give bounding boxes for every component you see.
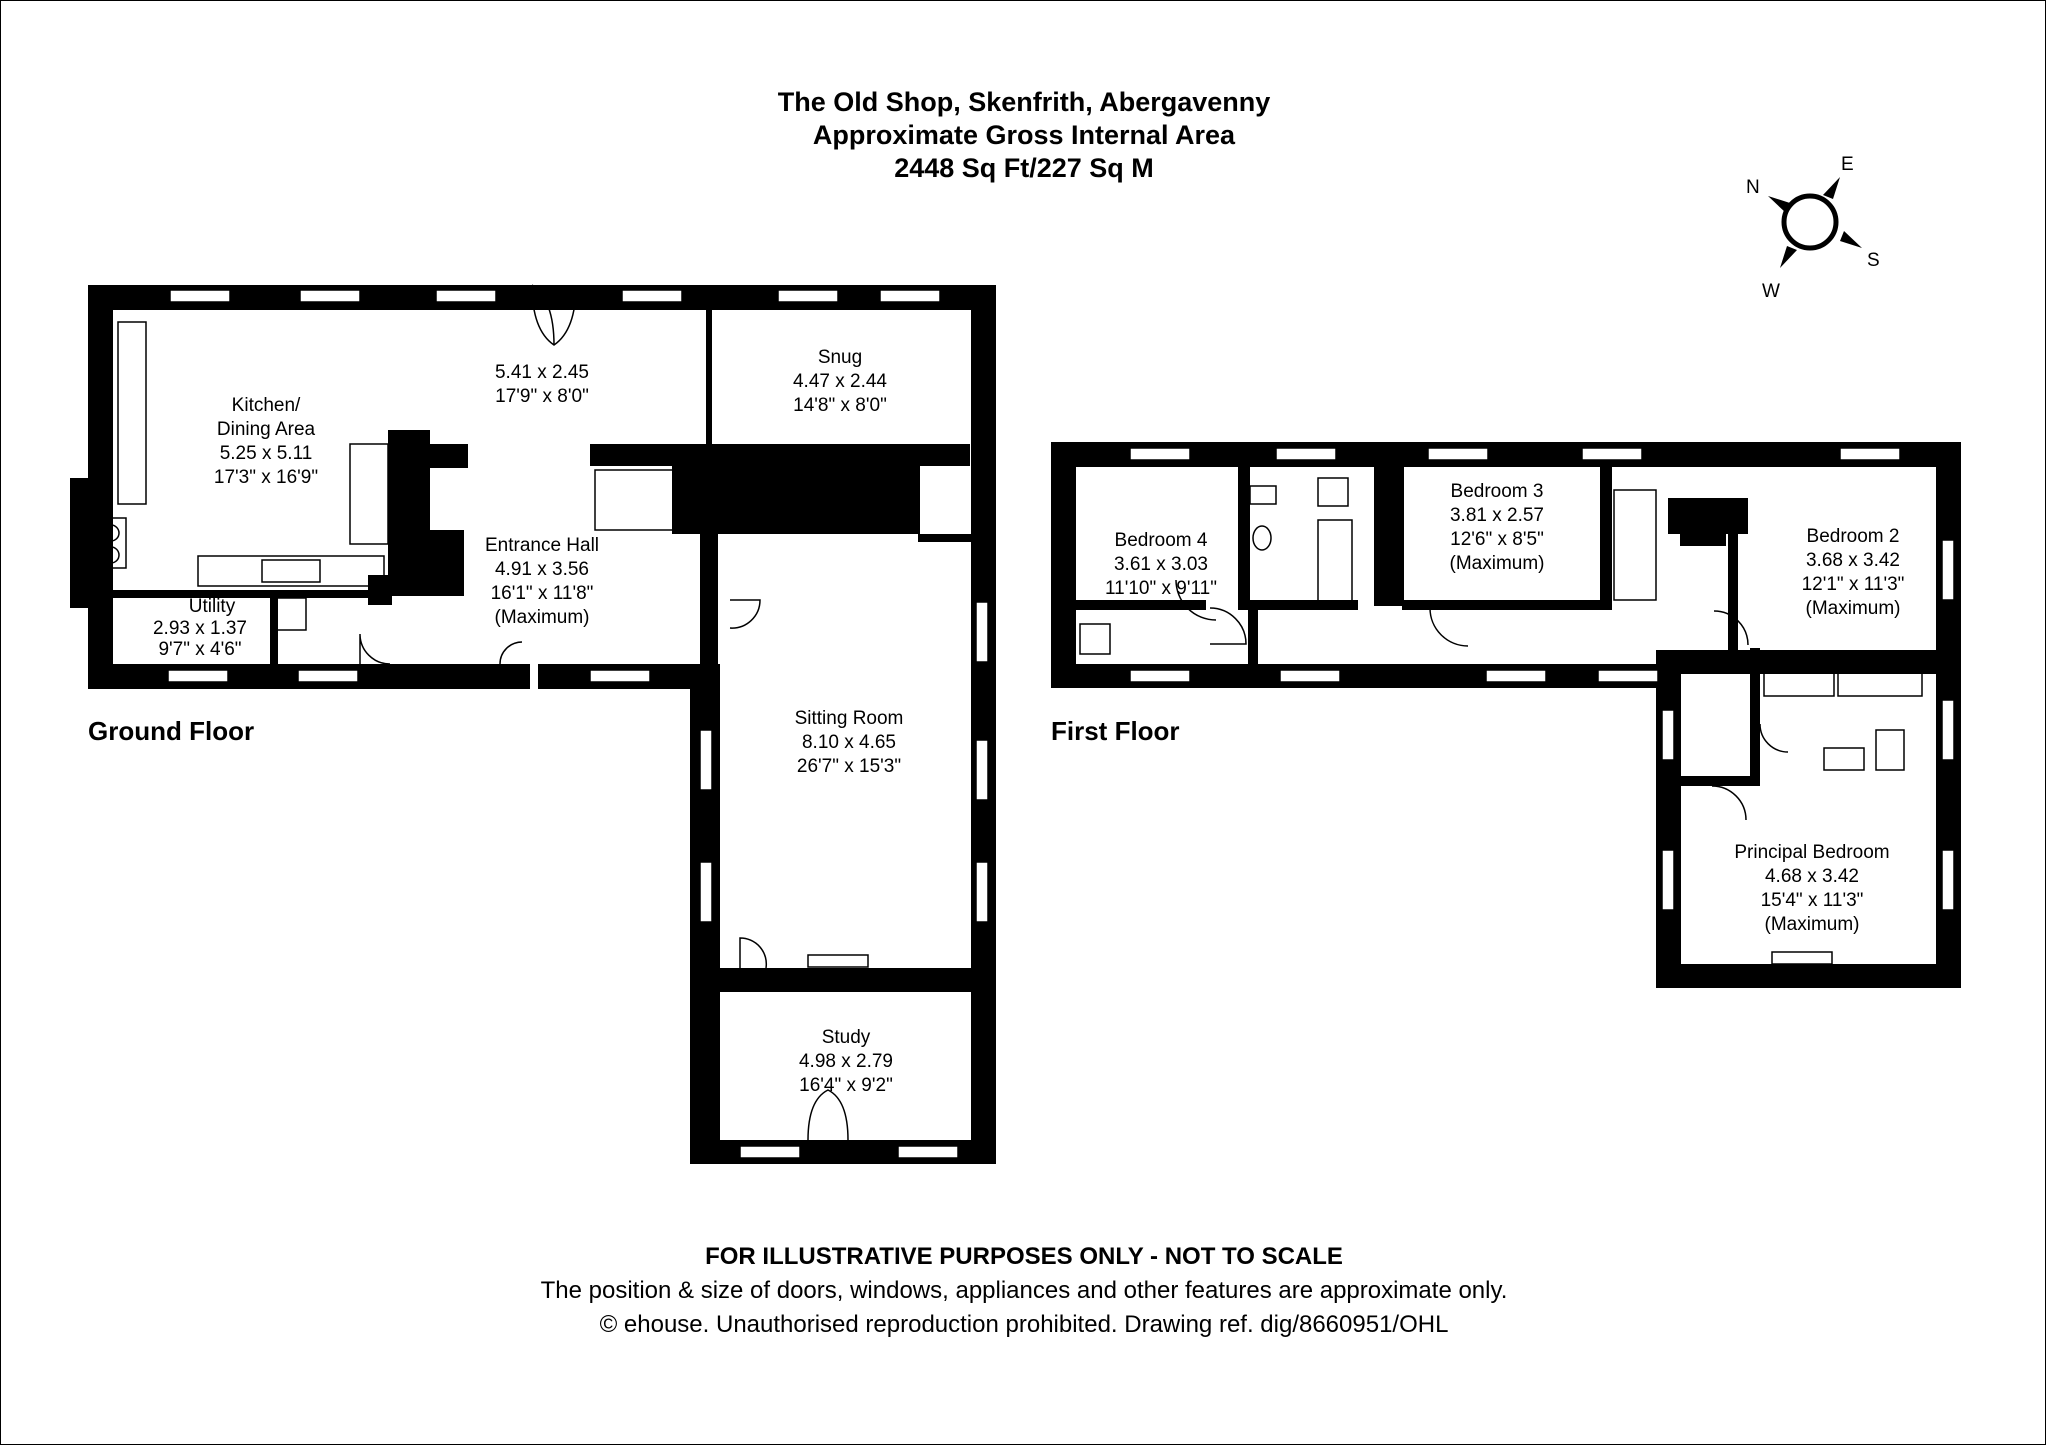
bed3-note: (Maximum) [1450,553,1545,574]
dining-ext-metric: 5.41 x 2.45 [495,362,589,383]
bed2-metric: 3.68 x 3.42 [1806,550,1900,571]
principal-imperial: 15'4" x 11'3" [1761,890,1864,911]
room-kitchen: Kitchen/ Dining Area 5.25 x 5.11 17'3" x… [214,395,318,488]
compass-s: S [1867,250,1880,271]
first-floor-fixtures [1079,477,1923,821]
compass-e: E [1841,154,1854,175]
hall-imperial: 16'1" x 11'8" [491,583,594,604]
bed4-metric: 3.61 x 3.03 [1114,554,1208,575]
property-title: The Old Shop, Skenfrith, Abergavenny [777,87,1271,117]
kitchen-metric: 5.25 x 5.11 [220,443,313,464]
bed3-imperial: 12'6" x 8'5" [1450,529,1544,550]
room-bedroom-3: Bedroom 3 3.81 x 2.57 12'6" x 8'5" (Maxi… [1450,481,1545,574]
sitting-name: Sitting Room [795,708,904,729]
first-floor-walls [1051,442,1961,988]
bed3-metric: 3.81 x 2.57 [1450,505,1544,526]
utility-name: Utility [189,596,236,617]
compass-n: N [1746,177,1760,198]
principal-name: Principal Bedroom [1734,842,1889,863]
hall-name: Entrance Hall [485,535,599,556]
snug-metric: 4.47 x 2.44 [793,371,887,392]
compass-icon: N E S W [1746,154,1880,302]
sitting-imperial: 26'7" x 15'3" [797,756,901,777]
study-metric: 4.98 x 2.79 [799,1051,893,1072]
room-entrance-hall: Entrance Hall 4.91 x 3.56 16'1" x 11'8" … [485,535,599,628]
kitchen-name-1: Kitchen/ [232,395,301,416]
room-bedroom-4: Bedroom 4 3.61 x 3.03 11'10" x 9'11" [1105,530,1217,599]
area-subtitle: Approximate Gross Internal Area [812,120,1236,150]
study-imperial: 16'4" x 9'2" [799,1075,893,1096]
hall-metric: 4.91 x 3.56 [495,559,589,580]
positions-note: The position & size of doors, windows, a… [540,1277,1508,1304]
bed2-note: (Maximum) [1806,598,1901,619]
compass-w: W [1762,281,1780,302]
gross-area: 2448 Sq Ft/227 Sq M [894,153,1154,183]
sitting-metric: 8.10 x 4.65 [802,732,896,753]
bed4-imperial: 11'10" x 9'11" [1105,578,1217,599]
ground-floor-walls [70,285,996,1164]
principal-note: (Maximum) [1765,914,1860,935]
copyright-note: © ehouse. Unauthorised reproduction proh… [599,1311,1449,1338]
room-snug: Snug 4.47 x 2.44 14'8" x 8'0" [793,347,887,416]
snug-name: Snug [818,347,862,368]
room-sitting-room: Sitting Room 8.10 x 4.65 26'7" x 15'3" [795,708,904,777]
first-floor-label: First Floor [1051,716,1180,746]
room-dining-extension: 5.41 x 2.45 17'9" x 8'0" [495,362,589,407]
bed2-name: Bedroom 2 [1807,526,1900,547]
bed2-imperial: 12'1" x 11'3" [1802,574,1905,595]
first-floor-windows [1129,447,1955,965]
kitchen-name-2: Dining Area [217,419,316,440]
bed4-name: Bedroom 4 [1115,530,1208,551]
snug-imperial: 14'8" x 8'0" [793,395,887,416]
room-bedroom-2: Bedroom 2 3.68 x 3.42 12'1" x 11'3" (Max… [1802,526,1905,619]
utility-metric: 2.93 x 1.37 [153,618,247,639]
room-study: Study 4.98 x 2.79 16'4" x 9'2" [799,1027,893,1096]
kitchen-imperial: 17'3" x 16'9" [214,467,318,488]
room-utility: Utility 2.93 x 1.37 9'7" x 4'6" [153,596,247,660]
utility-imperial: 9'7" x 4'6" [158,639,241,660]
hall-note: (Maximum) [495,607,590,628]
dining-ext-imperial: 17'9" x 8'0" [495,386,589,407]
ground-floor-fixtures [95,284,849,1141]
principal-metric: 4.68 x 3.42 [1765,866,1859,887]
study-name: Study [822,1027,871,1048]
ground-floor-windows [167,289,989,1159]
disclaimer: FOR ILLUSTRATIVE PURPOSES ONLY - NOT TO … [705,1243,1343,1270]
room-principal-bedroom: Principal Bedroom 4.68 x 3.42 15'4" x 11… [1734,842,1889,935]
ground-floor-label: Ground Floor [88,716,255,746]
bed3-name: Bedroom 3 [1451,481,1544,502]
